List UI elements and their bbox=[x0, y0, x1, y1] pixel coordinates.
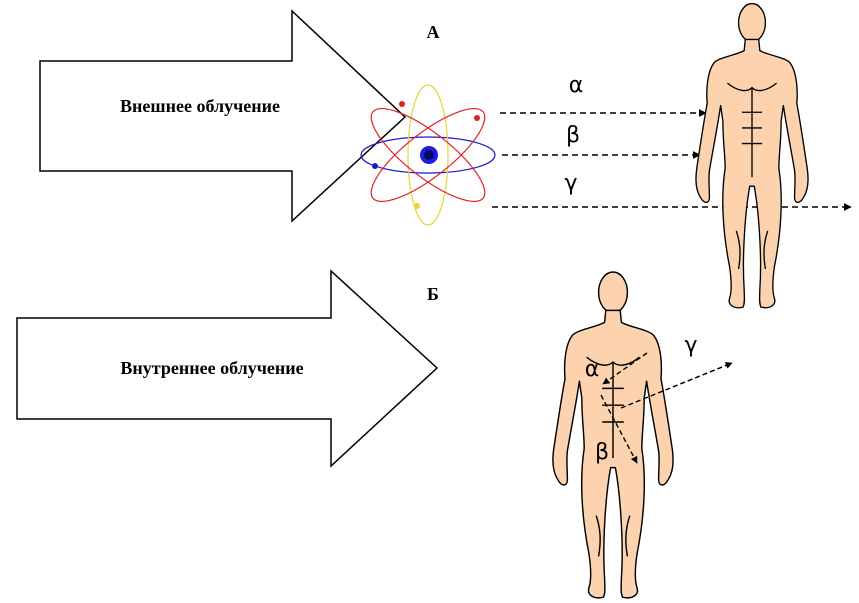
panel-letter-b: Б bbox=[427, 284, 439, 304]
alpha-label: α bbox=[569, 73, 584, 98]
internal-exposure-arrow bbox=[16, 269, 439, 468]
beta-label: β bbox=[566, 123, 580, 148]
human-silhouette-icon bbox=[695, 2, 809, 309]
internal-gamma-label: γ bbox=[684, 333, 697, 358]
external-exposure-label: Внешнее облучение bbox=[120, 96, 280, 116]
internal-gamma-ray-arrow bbox=[620, 362, 733, 409]
internal-alpha-label: α bbox=[585, 357, 600, 382]
human-silhouette-icon bbox=[552, 271, 674, 599]
gamma-label: γ bbox=[564, 171, 577, 196]
external-exposure-arrow bbox=[39, 9, 407, 223]
atom-icon bbox=[360, 84, 496, 226]
internal-alpha-ray-arrow bbox=[602, 352, 648, 385]
internal-exposure-label: Внутреннее облучение bbox=[120, 358, 303, 378]
panel-letter-a: А bbox=[427, 22, 440, 42]
internal-beta-label: β bbox=[595, 440, 609, 465]
internal-beta-ray-arrow bbox=[600, 394, 638, 464]
